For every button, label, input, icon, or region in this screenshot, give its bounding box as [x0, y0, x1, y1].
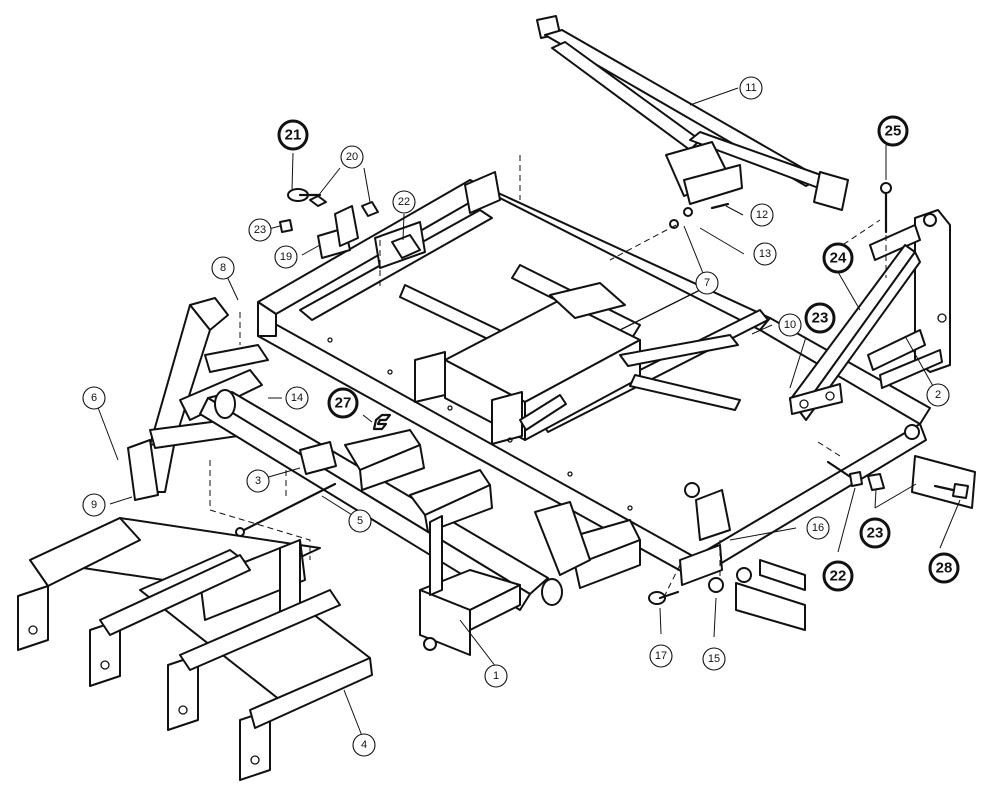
hardware-right-front [648, 455, 976, 631]
dashed-assembly-lines [209, 155, 887, 596]
svg-text:21: 21 [285, 127, 302, 144]
svg-text:13: 13 [759, 248, 771, 260]
svg-text:17: 17 [655, 650, 667, 662]
callout-19: 19 [274, 245, 298, 269]
front-arm [419, 501, 591, 656]
callout-13: 13 [753, 242, 777, 266]
callout-16: 16 [806, 516, 830, 540]
svg-text:23: 23 [812, 310, 829, 327]
callout-9: 9 [82, 493, 106, 517]
callout-14: 14 [285, 386, 309, 410]
svg-text:27: 27 [335, 395, 352, 412]
callout-1: 1 [484, 664, 508, 688]
callout-28: 28 [928, 552, 960, 584]
svg-text:10: 10 [784, 319, 796, 331]
svg-text:22: 22 [398, 196, 410, 208]
hitch-tongue [536, 15, 849, 211]
svg-text:5: 5 [357, 515, 363, 527]
hardware-top-left [279, 188, 421, 259]
svg-text:19: 19 [280, 251, 292, 263]
callout-10: 10 [778, 313, 802, 337]
callout-25: 25 [877, 115, 909, 147]
callout-21: 21 [277, 119, 309, 151]
callout-5: 5 [348, 509, 372, 533]
shank-frame [17, 517, 373, 781]
svg-text:12: 12 [756, 209, 768, 221]
svg-text:8: 8 [220, 262, 226, 274]
callout-4: 4 [352, 733, 376, 757]
svg-text:15: 15 [708, 653, 720, 665]
svg-text:28: 28 [936, 560, 953, 577]
svg-text:16: 16 [812, 522, 824, 534]
callout-11: 11 [739, 76, 763, 100]
svg-text:22: 22 [830, 568, 847, 585]
hardware-hitch [669, 182, 892, 234]
clip-27 [372, 413, 392, 431]
callout-27: 27 [327, 387, 359, 419]
callout-6: 6 [82, 386, 106, 410]
callout-24: 24 [822, 242, 854, 274]
right-end-bracket [789, 209, 951, 421]
callout-22-top: 22 [392, 190, 416, 214]
callout-7: 7 [695, 271, 719, 295]
svg-text:2: 2 [935, 389, 941, 401]
callout-2: 2 [926, 383, 950, 407]
svg-text:7: 7 [704, 277, 710, 289]
callout-17: 17 [649, 644, 673, 668]
svg-text:23: 23 [867, 525, 884, 542]
svg-text:20: 20 [346, 151, 358, 163]
callout-12: 12 [750, 203, 774, 227]
svg-text:3: 3 [255, 475, 261, 487]
svg-text:11: 11 [745, 82, 756, 94]
svg-text:24: 24 [830, 250, 847, 267]
callout-22-right: 22 [822, 560, 854, 592]
callout-23-top: 23 [248, 218, 272, 242]
callout-15: 15 [702, 647, 726, 671]
callout-23-bracket: 23 [804, 302, 836, 334]
svg-text:25: 25 [885, 123, 902, 140]
callout-8: 8 [211, 256, 235, 280]
svg-text:4: 4 [361, 739, 367, 751]
svg-text:14: 14 [291, 392, 303, 404]
callout-23-front: 23 [859, 517, 891, 549]
callout-3: 3 [246, 469, 270, 493]
svg-text:6: 6 [91, 392, 97, 404]
callout-20: 20 [340, 145, 364, 169]
svg-text:1: 1 [493, 670, 499, 682]
left-frame-arm [127, 297, 269, 501]
svg-text:23: 23 [254, 224, 266, 236]
svg-text:9: 9 [91, 499, 97, 511]
